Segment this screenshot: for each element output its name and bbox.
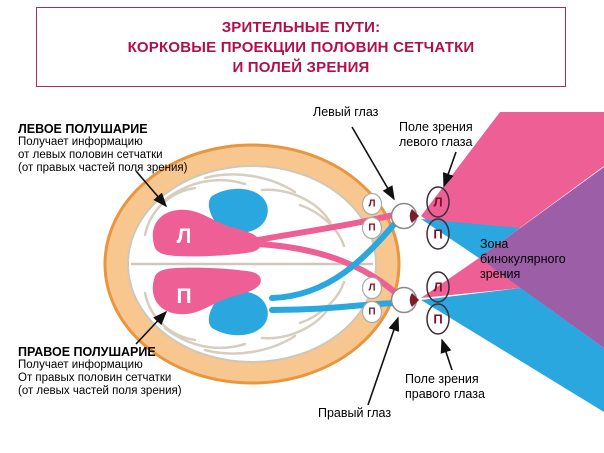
head bbox=[103, 143, 401, 385]
arrow-right-eye bbox=[367, 316, 400, 406]
left-hemisphere-line-2: от левых половин сетчатки bbox=[18, 148, 163, 161]
left-hemisphere-heading: ЛЕВОЕ ПОЛУШАРИЕ bbox=[18, 122, 148, 136]
optic-tract-pink-crossed bbox=[255, 241, 401, 298]
title-line-2: КОРКОВЫЕ ПРОЕКЦИИ ПОЛОВИН СЕТЧАТКИ bbox=[127, 38, 475, 56]
right-eye-lens bbox=[409, 293, 419, 307]
right-hemisphere-heading: ПРАВОЕ ПОЛУШАРИЕ bbox=[18, 345, 156, 359]
right-eye-retina-oval-bottom bbox=[361, 300, 383, 324]
left-eye-retina-oval-top bbox=[361, 192, 383, 216]
left-eye-retina-letter-p: П bbox=[368, 222, 376, 234]
title-line-1: ЗРИТЕЛЬНЫЕ ПУТИ: bbox=[221, 18, 381, 36]
right-hemisphere-line-3: (от левых частей поля зрения) bbox=[18, 384, 182, 397]
right-eye-field-label: Поле зрения правого глаза bbox=[405, 372, 485, 401]
right-eye-field-pink-band bbox=[421, 258, 521, 298]
right-eye-field-label-line-1: Поле зрения bbox=[405, 372, 479, 386]
right-field-oval-bottom bbox=[426, 303, 450, 335]
left-hemisphere-line-3: (от правых частей поля зрения) bbox=[18, 161, 188, 174]
left-field-oval-top bbox=[426, 186, 450, 218]
retina-half-markers bbox=[361, 192, 383, 324]
left-field-letter-l: Л bbox=[433, 194, 443, 210]
right-eye-label: Правый глаз bbox=[318, 406, 392, 420]
left-hemisphere-line-1: Получает информацию bbox=[18, 136, 143, 148]
right-hemisphere-blue-patch bbox=[208, 291, 268, 336]
optic-tract-blue-uncrossed bbox=[269, 300, 400, 313]
right-eye-field-label-line-2: правого глаза bbox=[405, 386, 485, 401]
left-eye-retina-oval-bottom bbox=[361, 216, 383, 240]
arrows bbox=[135, 126, 457, 406]
right-eye-field-blue bbox=[421, 288, 604, 412]
left-eye-field-label-line-2: левого глаза bbox=[399, 134, 473, 149]
left-eye-label: Левый глаз bbox=[313, 105, 379, 119]
binocular-zone-label-line-1: Зона bbox=[480, 237, 509, 251]
binocular-zone-shape bbox=[479, 167, 604, 348]
right-hemisphere-pink-area bbox=[152, 267, 261, 315]
eyes bbox=[390, 202, 419, 314]
optic-tract-blue-crossed bbox=[269, 218, 400, 301]
title-line-3: И ПОЛЕЙ ЗРЕНИЯ bbox=[232, 58, 370, 76]
left-eye-field-pink bbox=[421, 112, 604, 258]
field-half-ovals bbox=[426, 186, 450, 335]
right-hemisphere-line-1: Получает информацию bbox=[18, 359, 143, 371]
arrow-left-eye bbox=[351, 126, 395, 201]
arrow-left-field bbox=[442, 151, 457, 188]
left-eye-field-blue-band bbox=[421, 219, 520, 258]
left-field-letter-p: П bbox=[433, 226, 443, 242]
binocular-zone-label-line-2: бинокулярного bbox=[480, 252, 566, 266]
arrow-right-hemisphere bbox=[135, 310, 168, 345]
arrow-right-field bbox=[440, 338, 453, 371]
right-field-oval-top bbox=[426, 271, 450, 303]
brain-right-letter: П bbox=[176, 285, 192, 308]
left-field-oval-bottom bbox=[426, 218, 450, 250]
visual-fields bbox=[421, 112, 604, 412]
right-eye-retina-oval-top bbox=[361, 276, 383, 300]
left-hemisphere-note: ЛЕВОЕ ПОЛУШАРИЕ Получает информацию от л… bbox=[18, 122, 233, 174]
left-hemisphere-blue-patch bbox=[208, 188, 268, 233]
left-eye-lens bbox=[409, 209, 419, 223]
arrow-left-hemisphere bbox=[135, 170, 168, 208]
right-hemisphere-note: ПРАВОЕ ПОЛУШАРИЕ Получает информацию От … bbox=[18, 345, 233, 397]
binocular-zone-label: Зона бинокулярного зрения bbox=[480, 237, 566, 282]
brain-left-letter: Л bbox=[176, 225, 192, 248]
left-hemisphere-pink-area bbox=[152, 209, 261, 257]
brain-gyri bbox=[143, 173, 346, 355]
left-eye-field-label-line-1: Поле зрения bbox=[399, 120, 473, 134]
optic-tracts bbox=[255, 211, 401, 313]
left-eye-field-label: Поле зрения левого глаза bbox=[399, 120, 473, 149]
right-eye-retina-letter-l: Л bbox=[368, 282, 376, 294]
right-field-letter-p: П bbox=[433, 311, 443, 327]
right-eye-retina-letter-p: П bbox=[368, 306, 376, 318]
optic-tract-pink-uncrossed bbox=[255, 211, 400, 243]
left-eye-retina-letter-l: Л bbox=[368, 198, 376, 210]
title-box: ЗРИТЕЛЬНЫЕ ПУТИ: КОРКОВЫЕ ПРОЕКЦИИ ПОЛОВ… bbox=[36, 7, 566, 87]
binocular-zone-label-line-3: зрения bbox=[480, 267, 521, 281]
right-hemisphere-line-2: От правых половин сетчатки bbox=[18, 371, 172, 384]
right-field-letter-l: Л bbox=[433, 279, 443, 295]
